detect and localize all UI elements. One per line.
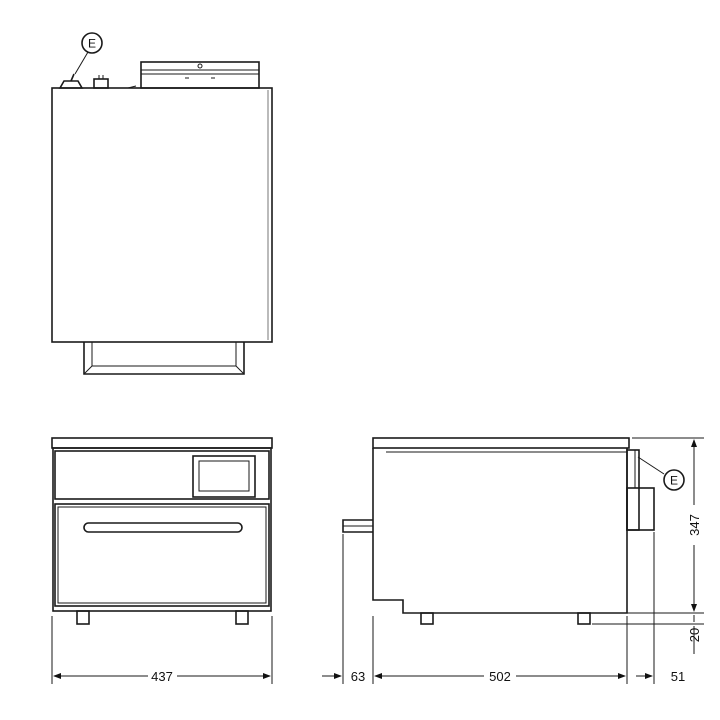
side-height-value: 347	[687, 514, 702, 536]
side-foot-rear	[577, 612, 591, 625]
front-body	[52, 447, 272, 612]
front-width-dimension: 437	[51, 616, 273, 684]
side-depth-dimensions: 63 502 51	[322, 532, 685, 684]
side-rear-box	[626, 449, 655, 531]
side-rear-overhang-value: 51	[671, 669, 685, 684]
top-connector-knob	[93, 75, 109, 89]
front-door	[54, 503, 270, 607]
top-handle	[83, 342, 245, 375]
top-callout-e-label: E	[88, 37, 96, 51]
side-depth-value: 502	[489, 669, 511, 684]
front-touch-screen	[192, 455, 256, 498]
top-view: E	[51, 32, 273, 375]
side-foot-value: 20	[687, 628, 702, 642]
front-foot-right	[235, 610, 249, 625]
front-control-panel	[54, 450, 270, 500]
side-front-overhang-value: 63	[351, 669, 365, 684]
side-door-handle	[342, 519, 373, 533]
front-width-value: 437	[151, 669, 173, 684]
top-connector-e	[58, 73, 84, 89]
front-foot-left	[76, 610, 90, 625]
front-top-plate	[51, 437, 273, 449]
side-foot-dimension: 20	[592, 615, 704, 654]
side-callout-e-label: E	[670, 474, 678, 488]
side-top-plate	[372, 437, 630, 449]
front-view: 437	[51, 437, 273, 684]
side-callout-e: E	[637, 456, 685, 491]
side-view: E 347 20 63 502	[322, 437, 704, 684]
side-body	[372, 448, 628, 614]
top-vent-cover	[140, 61, 260, 89]
top-body	[51, 87, 273, 343]
side-foot-front	[420, 612, 434, 625]
side-height-dimension: 347	[592, 437, 704, 614]
front-door-handle	[83, 522, 243, 533]
top-callout-e: E	[74, 32, 103, 75]
